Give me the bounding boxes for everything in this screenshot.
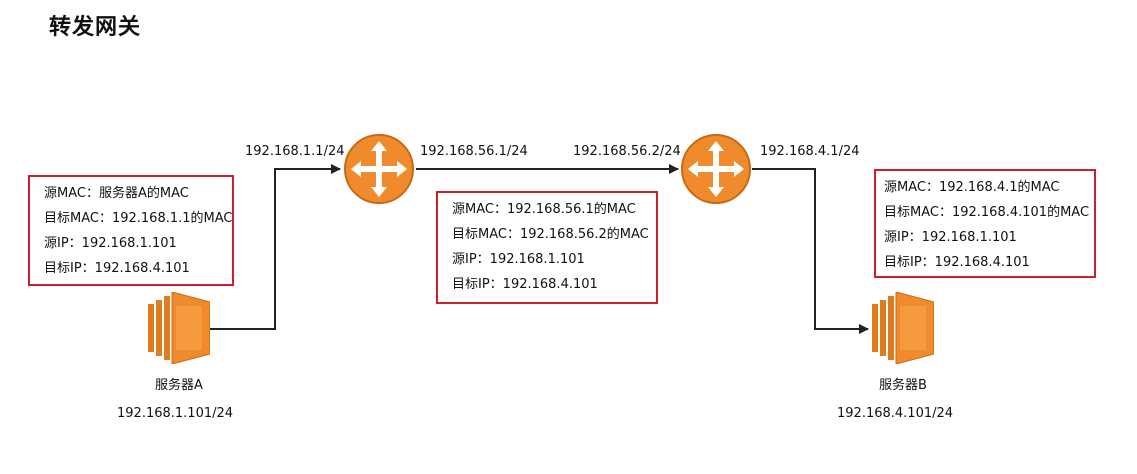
server-a-name: 服务器A xyxy=(155,378,203,393)
dst-ip: 目标IP：192.168.4.101 xyxy=(452,277,598,292)
src-ip: 源IP：192.168.1.101 xyxy=(452,252,585,267)
frame-box-1: 源MAC：服务器A的MAC 目标MAC：192.168.1.1的MAC 源IP：… xyxy=(28,175,234,286)
src-mac: 源MAC：192.168.4.1的MAC xyxy=(884,180,1060,195)
src-ip: 源IP：192.168.1.101 xyxy=(44,236,177,251)
server-b-name: 服务器B xyxy=(879,378,927,393)
frame-box-3: 源MAC：192.168.4.1的MAC 目标MAC：192.168.4.101… xyxy=(874,169,1096,278)
server-icon xyxy=(148,292,210,364)
dst-ip: 目标IP：192.168.4.101 xyxy=(44,261,190,276)
page-title: 转发网关 xyxy=(49,15,142,40)
src-mac: 源MAC：192.168.56.1的MAC xyxy=(452,202,636,217)
dst-mac: 目标MAC：192.168.1.1的MAC xyxy=(44,211,233,226)
router-icon xyxy=(344,134,414,204)
routera-left-ip: 192.168.1.1/24 xyxy=(245,144,345,159)
dst-mac: 目标MAC：192.168.4.101的MAC xyxy=(884,205,1090,220)
src-mac: 源MAC：服务器A的MAC xyxy=(44,186,189,201)
routera-right-ip: 192.168.56.1/24 xyxy=(420,144,528,159)
link-routerb-serverb xyxy=(752,168,869,334)
routerb-left-ip: 192.168.56.2/24 xyxy=(573,144,681,159)
link-servera-routera xyxy=(210,164,341,330)
server-a-ip: 192.168.1.101/24 xyxy=(117,406,234,421)
routerb-right-ip: 192.168.4.1/24 xyxy=(760,144,860,159)
dst-ip: 目标IP：192.168.4.101 xyxy=(884,255,1030,270)
src-ip: 源IP：192.168.1.101 xyxy=(884,230,1017,245)
router-icon xyxy=(681,134,751,204)
dst-mac: 目标MAC：192.168.56.2的MAC xyxy=(452,227,649,242)
frame-box-2: 源MAC：192.168.56.1的MAC 目标MAC：192.168.56.2… xyxy=(436,191,658,304)
server-icon xyxy=(872,292,934,364)
server-b-ip: 192.168.4.101/24 xyxy=(837,406,954,421)
